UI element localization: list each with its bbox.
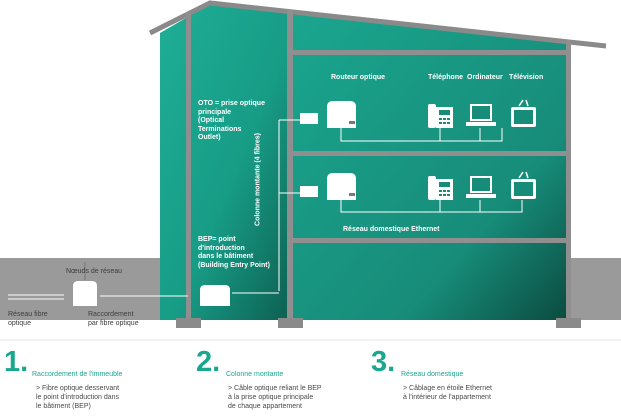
step-description: > Fibre optique desservant le point d'in… [36,385,120,410]
oto-box-icon [300,113,318,124]
computer-icon [466,104,496,126]
label-oto: OTO = prise optique principale (Optical … [198,100,265,141]
router-icon [327,101,356,128]
telephone-icon [428,104,453,128]
step-description: > Câblage en étoile Ethernet à l'intérie… [403,385,492,401]
step-title: Raccordement de l'immeuble [32,371,123,378]
telephone-icon [428,176,453,200]
step-title: Colonne montante [226,371,284,378]
foundation-right [556,318,581,328]
network-node-icon [73,281,97,306]
floor-3 [293,50,568,55]
router-icon [327,173,356,200]
foundation-middle [278,318,303,328]
label-bep: BEP= point d'introduction dans le bâtime… [198,236,270,269]
left-wall [186,12,191,322]
computer-icon [466,176,496,198]
right-wall [566,40,571,322]
step-number: 3. [371,346,396,378]
foundation-left [176,318,201,328]
oto-box-icon [300,186,318,197]
label-telephone: Téléphone [428,74,464,81]
television-icon [511,171,536,199]
step-description: > Câble optique reliant le BEP à la pris… [228,385,322,410]
label-ordinateur: Ordinateur [467,74,503,81]
floor-1 [293,238,568,243]
ethernet-lines-top [340,128,503,142]
television-icon [511,99,536,127]
building-apartments [293,10,567,320]
label-colonne-montante: Colonne montante (4 fibres) [254,133,262,226]
ethernet-lines-bottom [340,200,523,213]
step-number: 1. [4,346,29,378]
step-title: Réseau domestique [401,371,464,378]
label-raccordement-fibre: Raccordement par fibre optique [88,311,139,327]
floor-2 [293,151,568,156]
label-reseau-domestique-ethernet: Réseau domestique Ethernet [343,226,440,233]
label-routeur-optique: Routeur optique [331,74,386,81]
roof [148,0,607,49]
inner-wall [287,10,293,322]
bep-box-icon [200,285,230,306]
label-television: Télévision [509,74,544,81]
building-stairwell [160,4,293,320]
label-reseau-fibre-optique: Réseau fibre optique [8,311,48,327]
step-number: 2. [196,346,221,378]
label-noeuds-de-reseau: Nœuds de réseau [66,268,123,275]
